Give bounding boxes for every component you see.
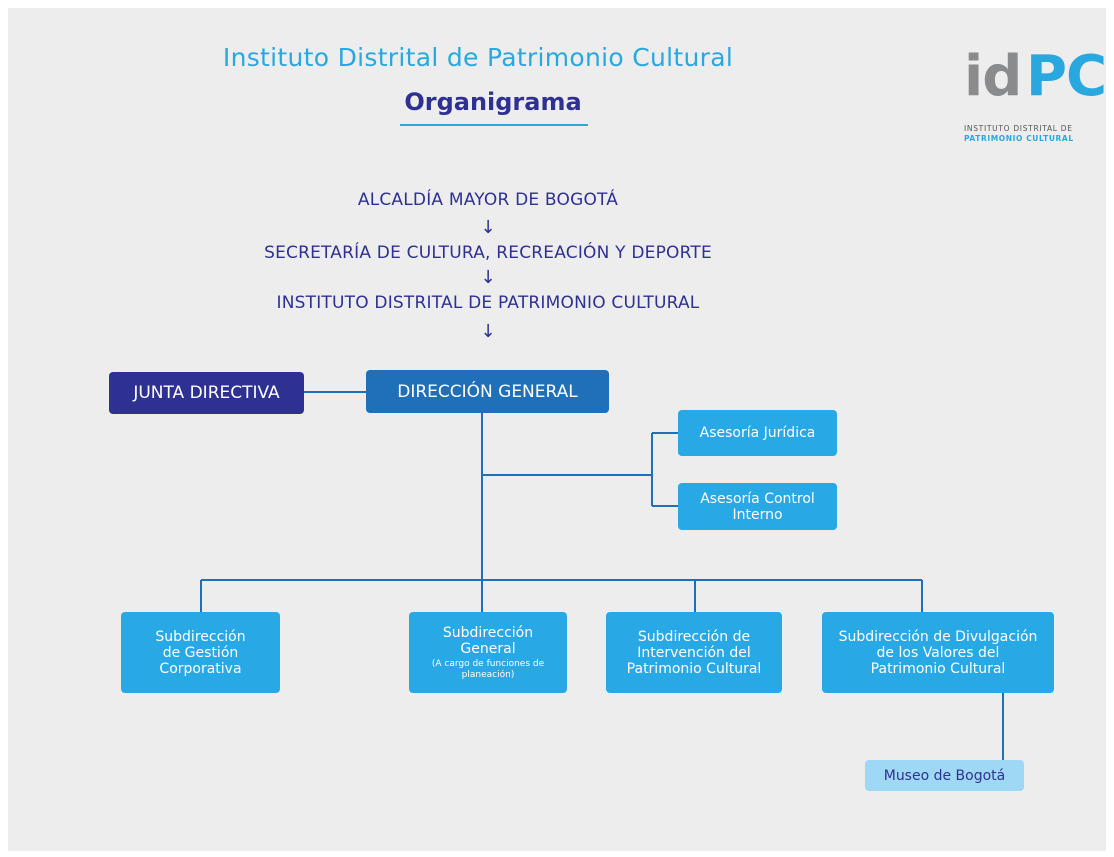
down-arrow-icon: ↓ bbox=[480, 267, 496, 288]
hierarchy-alcaldia: ALCALDÍA MAYOR DE BOGOTÁ bbox=[357, 190, 619, 210]
sub-gestion-box: Subdirección de Gestión Corporativa bbox=[121, 612, 280, 693]
sub-general-label: Subdirección General bbox=[442, 624, 534, 657]
logo-caption-line1: INSTITUTO DISTRITAL DE bbox=[964, 124, 1073, 133]
museo-bogota-box: Museo de Bogotá bbox=[865, 760, 1024, 791]
sub-general-box: Subdirección General (A cargo de funcion… bbox=[409, 612, 567, 693]
direccion-general-box: DIRECCIÓN GENERAL bbox=[366, 370, 609, 413]
logo-pc-text: PC bbox=[1026, 44, 1107, 109]
page-title: Instituto Distrital de Patrimonio Cultur… bbox=[222, 43, 734, 72]
sub-intervencion-box: Subdirección de Intervención del Patrimo… bbox=[606, 612, 782, 693]
asesoria-juridica-box: Asesoría Jurídica bbox=[678, 410, 837, 456]
asesoria-control-box: Asesoría Control Interno bbox=[678, 483, 837, 530]
logo-id-text: id bbox=[964, 44, 1022, 109]
down-arrow-icon: ↓ bbox=[480, 217, 496, 238]
page-subtitle: Organigrama bbox=[404, 88, 582, 116]
down-arrow-icon: ↓ bbox=[480, 321, 496, 342]
diagram-canvas: Instituto Distrital de Patrimonio Cultur… bbox=[8, 8, 1107, 851]
hierarchy-secretaria: SECRETARÍA DE CULTURA, RECREACIÓN Y DEPO… bbox=[264, 243, 712, 263]
sub-general-note: (A cargo de funciones de planeación) bbox=[431, 658, 545, 680]
logo-caption-line2: PATRIMONIO CULTURAL bbox=[964, 134, 1074, 143]
sub-divulgacion-box: Subdirección de Divulgación de los Valor… bbox=[822, 612, 1054, 693]
hierarchy-instituto: INSTITUTO DISTRITAL DE PATRIMONIO CULTUR… bbox=[276, 293, 700, 313]
subtitle-underline bbox=[400, 124, 588, 126]
junta-directiva-box: JUNTA DIRECTIVA bbox=[109, 372, 304, 414]
connector-lines bbox=[200, 391, 1004, 766]
idpc-logo: id PC INSTITUTO DISTRITAL DE PATRIMONIO … bbox=[960, 44, 1110, 160]
